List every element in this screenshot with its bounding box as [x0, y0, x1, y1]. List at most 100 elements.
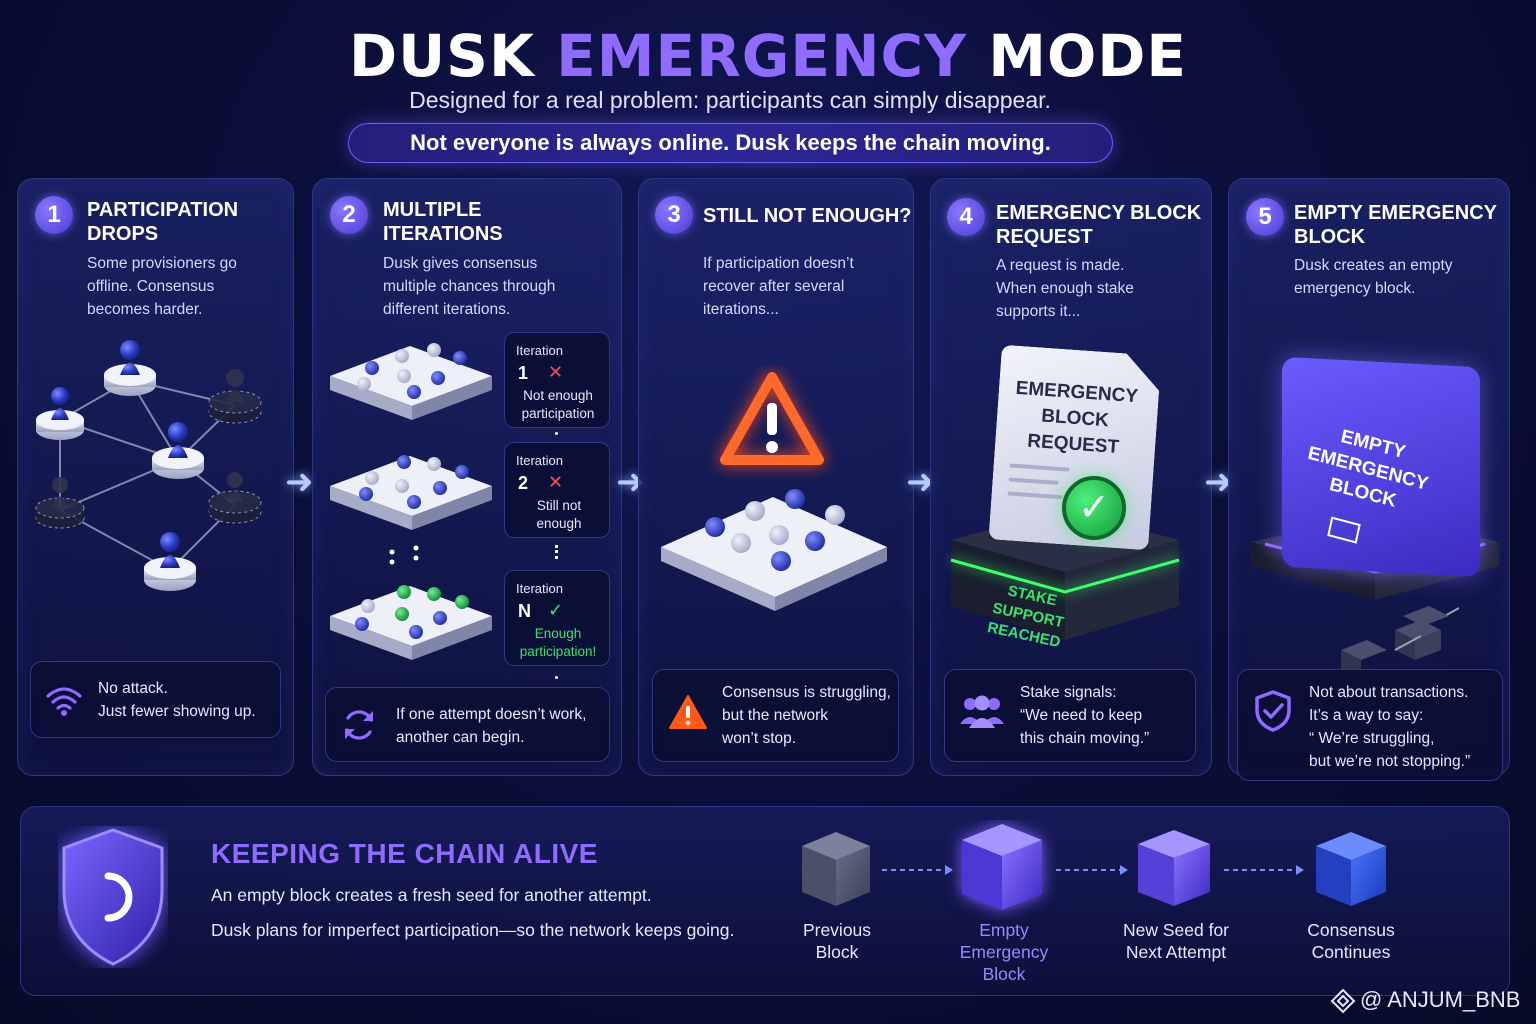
desc-line: Some provisioners go [87, 255, 237, 272]
provisioner-network-illustration [35, 340, 262, 591]
document-title: EMERGENCY BLOCK REQUEST [1002, 375, 1147, 463]
cube-label: EMPTY EMERGENCY BLOCK [1282, 412, 1454, 526]
note-line: It’s a way to say: [1309, 707, 1424, 724]
connector-dot [555, 676, 558, 679]
step-1-title-line: DROPS [87, 223, 159, 245]
flow-label-new-seed: New Seed for Next Attempt [1106, 919, 1246, 963]
dusk-shield-logo-icon [62, 828, 164, 966]
online-node [144, 532, 196, 591]
desc-line: A request is made. [996, 257, 1125, 274]
platform-iteration-1 [330, 343, 492, 420]
step-3-note-text: Consensus is struggling, but the network… [722, 681, 891, 750]
note-line: “ We’re struggling, [1309, 730, 1435, 747]
step-4-description: A request is made. When enough stake sup… [996, 254, 1134, 323]
iteration-1-box: Iteration 1 ✕ Not enough participation [504, 332, 610, 428]
step-3-title-line: STILL NOT ENOUGH? [703, 205, 912, 227]
step-2-title-line: MULTIPLE [383, 199, 482, 221]
iteration-2-box: Iteration 2 ✕ Still not enough [504, 442, 610, 538]
alert-triangle-icon [720, 372, 824, 465]
offline-node [208, 472, 262, 524]
consensus-continues-cube [1316, 832, 1386, 906]
iteration-status: Still not enough [505, 497, 611, 533]
iteration-status: Enough participation! [505, 625, 611, 661]
desc-line: becomes harder. [87, 301, 203, 318]
step-1-note-text: No attack. Just fewer showing up. [98, 677, 256, 723]
flow-arrow-icon: ➜ [285, 463, 314, 501]
desc-line: supports it... [996, 303, 1081, 320]
step-1-title-line: PARTICIPATION [87, 199, 239, 221]
step-5-title-line: BLOCK [1294, 226, 1366, 248]
iteration-label: Iteration [516, 581, 563, 596]
flow-line: Consensus [1307, 920, 1395, 940]
desc-line: offline. Consensus [87, 278, 215, 295]
iteration-number: 1 [518, 363, 529, 383]
step-1-title: PARTICIPATION DROPS [87, 198, 238, 246]
tagline-pill: Not everyone is always online. Dusk keep… [348, 123, 1113, 163]
connector-dot [555, 432, 558, 435]
flow-line: Previous [802, 920, 872, 940]
desc-line: Dusk gives consensus [383, 255, 538, 272]
step-5-note-text: Not about transactions. It’s a way to sa… [1309, 681, 1470, 773]
flow-arrow-icon: ➜ [906, 463, 935, 501]
iteration-number: 2 [518, 473, 529, 493]
note-line: another can begin. [396, 729, 525, 746]
step-2-description: Dusk gives consensus multiple chances th… [383, 252, 555, 321]
note-line: Not about transactions. [1309, 684, 1469, 701]
previous-block-cube [802, 832, 870, 906]
chain-blocks [1341, 606, 1460, 670]
desc-line: Dusk creates an empty [1294, 257, 1453, 274]
desc-line: When enough stake [996, 280, 1134, 297]
note-line: Consensus is struggling, [722, 684, 891, 701]
flow-arrow [882, 865, 953, 875]
connector-dots [555, 545, 558, 559]
step-2-note [325, 687, 610, 762]
empty-emergency-cube: EMPTY EMERGENCY BLOCK [1282, 356, 1480, 578]
step-5-title: EMPTY EMERGENCY BLOCK [1294, 201, 1497, 249]
flow-arrow [1056, 865, 1128, 875]
page-title: DUSK EMERGENCY MODE [0, 22, 1536, 90]
title-accent: EMERGENCY [556, 22, 968, 90]
desc-line: multiple chances through [383, 278, 556, 295]
shield-check-icon [1255, 690, 1291, 732]
desc-line: emergency block. [1294, 280, 1416, 297]
platform-iteration-2 [330, 455, 492, 530]
iteration-label: Iteration [516, 343, 563, 358]
step-5-number: 5 [1246, 198, 1284, 236]
step-1-description: Some provisioners go offline. Consensus … [87, 252, 237, 321]
online-node [36, 387, 84, 440]
step-2-title-line: ITERATIONS [383, 223, 503, 245]
status-line: participation [521, 406, 595, 421]
status-line: participation! [519, 644, 597, 659]
status-line: Not enough [523, 388, 593, 403]
x-mark-icon: ✕ [548, 472, 564, 492]
keeping-chain-alive-panel [20, 806, 1510, 996]
status-line: Enough [534, 626, 582, 641]
document-line [1008, 477, 1058, 484]
note-line: Stake signals: [1020, 684, 1117, 701]
iteration-status: Not enough participation [505, 387, 611, 423]
note-line: “We need to keep [1020, 707, 1143, 724]
status-line: Still not [536, 498, 582, 513]
flow-label-empty-emergency-block: Empty Emergency Block [944, 919, 1064, 985]
page-subtitle: Designed for a real problem: participant… [409, 87, 1051, 113]
step-1-number: 1 [35, 196, 73, 234]
empty-emergency-block-cube [962, 824, 1042, 910]
note-line: but the network [722, 707, 828, 724]
offline-node [208, 369, 262, 424]
note-line: this chain moving.” [1020, 730, 1150, 747]
flow-line: Block [815, 942, 859, 962]
flow-arrow-icon: ➜ [1204, 463, 1233, 501]
offline-node [35, 477, 85, 529]
bottom-title: KEEPING THE CHAIN ALIVE [211, 838, 598, 869]
desc-line: iterations... [703, 301, 779, 318]
platform-iteration-n [330, 585, 492, 660]
note-line: won’t stop. [722, 730, 797, 747]
new-seed-cube [1138, 830, 1210, 906]
step-4-note [944, 669, 1196, 762]
step-5-description: Dusk creates an empty emergency block. [1294, 254, 1453, 300]
desc-line: If participation doesn’t [703, 255, 854, 272]
title-part1: DUSK [348, 22, 535, 90]
step-3-description: If participation doesn’t recover after s… [703, 252, 854, 321]
step-4-note-text: Stake signals: “We need to keep this cha… [1020, 681, 1149, 750]
ellipsis-dots [389, 545, 419, 565]
